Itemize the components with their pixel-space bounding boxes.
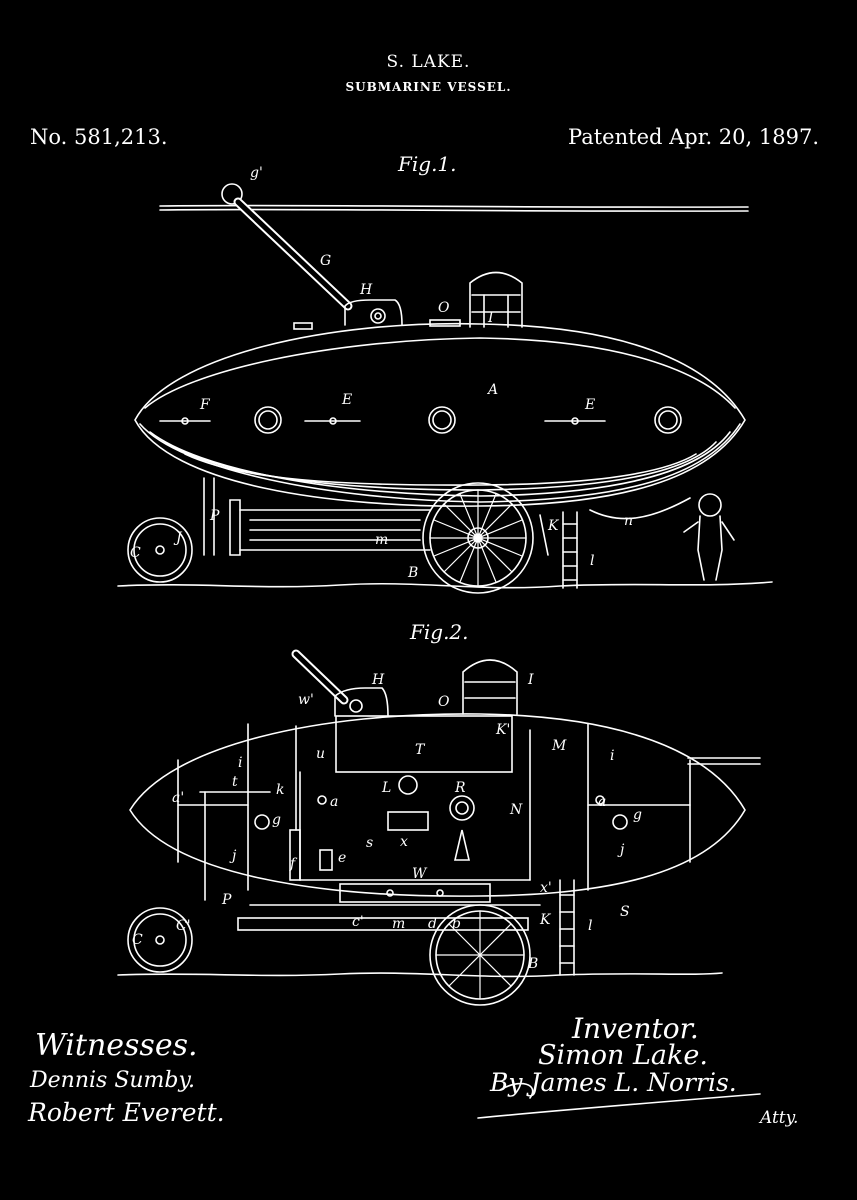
figure-2-label: Fig.2. — [410, 620, 469, 644]
label2-s: s — [366, 835, 374, 851]
label2-c-prime: c' — [352, 914, 364, 930]
label2-L: L — [382, 780, 392, 796]
front-wheel-fig1 — [127, 517, 193, 583]
label-J: J — [176, 530, 182, 546]
label-n: n — [624, 513, 634, 529]
label-m: m — [375, 532, 389, 548]
label2-u: u — [316, 746, 326, 762]
label-g-prime: g' — [250, 165, 263, 181]
label2-S: S — [620, 904, 630, 920]
inventor-signature: Simon Lake. — [538, 1040, 708, 1071]
label2-T: T — [415, 742, 425, 758]
label2-K-prime: K' — [496, 722, 511, 738]
label2-M: M — [552, 738, 567, 754]
label-K: K — [548, 518, 559, 534]
label-F: F — [200, 397, 210, 413]
label-E-1: E — [342, 392, 353, 408]
label2-m: m — [392, 916, 406, 932]
attorney-signature: By James L. Norris. — [490, 1068, 737, 1097]
label2-B: B — [528, 956, 539, 972]
label2-i-1: i — [238, 755, 243, 771]
label2-I: I — [528, 672, 534, 688]
label2-j-2: j — [620, 842, 625, 858]
label2-H: H — [372, 672, 385, 688]
label-G: G — [320, 253, 332, 269]
witnesses-heading: Witnesses. — [35, 1028, 198, 1063]
label-B: B — [408, 565, 419, 581]
label2-K: K — [540, 912, 551, 928]
label2-N: N — [510, 802, 523, 818]
label2-i-2: i — [610, 748, 615, 764]
inventor-heading: Inventor. — [572, 1012, 699, 1045]
label2-P: P — [222, 892, 232, 908]
seabed-fig2 — [117, 972, 723, 978]
drive-wheel-fig1 — [422, 482, 534, 594]
label2-O: O — [438, 694, 450, 710]
patent-number: No. 581,213. — [30, 125, 168, 149]
label-A: A — [488, 382, 499, 398]
label-H: H — [360, 282, 373, 298]
water-line — [159, 204, 749, 208]
label-l: l — [590, 553, 595, 569]
label2-x: x — [400, 834, 408, 850]
label2-R: R — [455, 780, 466, 796]
label-P: P — [210, 508, 220, 524]
label2-a-prime: a' — [172, 790, 185, 806]
label2-w: w' — [298, 692, 314, 708]
label2-W: W — [412, 866, 427, 882]
label2-b: b — [452, 916, 461, 932]
label2-e: e — [338, 850, 347, 866]
label2-t: t — [232, 774, 238, 790]
label2-C: C — [132, 932, 143, 948]
label2-a-1: a — [330, 794, 339, 810]
figure-1-label: Fig.1. — [398, 152, 457, 176]
front-wheel-fig2 — [127, 907, 193, 973]
attorney-abbrev: Atty. — [760, 1108, 799, 1128]
hull-fig1 — [134, 322, 746, 507]
patent-title: SUBMARINE VESSEL. — [345, 80, 512, 94]
label2-g-2: g — [633, 807, 642, 823]
label-O: O — [438, 300, 450, 316]
label2-j-1: j — [232, 848, 237, 864]
label2-a-2: a — [598, 794, 607, 810]
seabed-fig1 — [117, 581, 773, 589]
witness-signature-2: Robert Everett. — [28, 1098, 225, 1127]
label2-x-prime: x' — [540, 880, 552, 896]
periscope-head — [221, 183, 243, 205]
label2-g-1: g — [272, 812, 281, 828]
label2-f: f — [290, 856, 296, 872]
label2-k: k — [276, 782, 285, 798]
inventor-name-header: S. LAKE. — [386, 52, 471, 72]
label2-C-prime: C' — [176, 918, 191, 934]
label-C: C — [130, 545, 141, 561]
label2-d: d — [428, 916, 437, 932]
diver-helmet — [698, 493, 722, 517]
label2-l: l — [588, 918, 593, 934]
patent-date: Patented Apr. 20, 1897. — [568, 125, 819, 149]
label-I: I — [488, 310, 494, 326]
hull-fig2 — [129, 713, 746, 897]
witness-signature-1: Dennis Sumby. — [30, 1068, 195, 1093]
drive-wheel-fig2 — [429, 904, 531, 1006]
label-E-2: E — [585, 397, 596, 413]
